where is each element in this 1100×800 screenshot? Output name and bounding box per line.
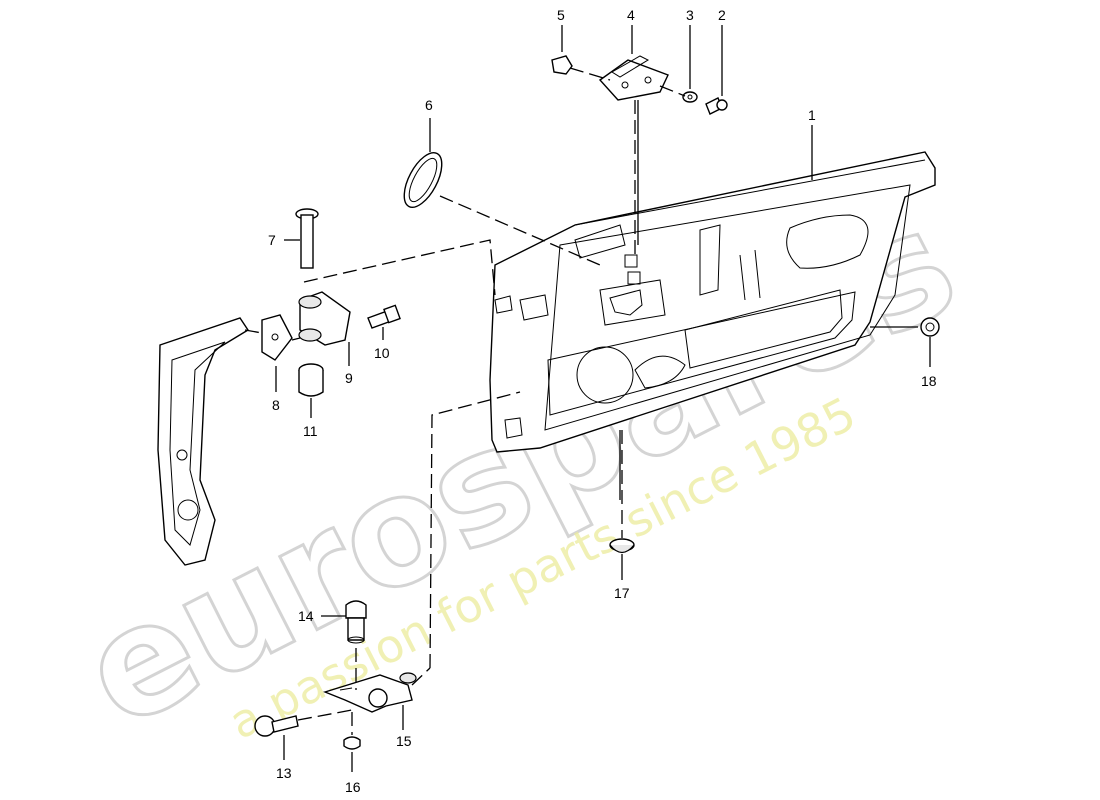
hinge-pin-part-7 (295, 208, 319, 269)
callout-14: 14 (298, 608, 314, 624)
a-pillar-part (157, 317, 249, 566)
callout-4: 4 (627, 7, 635, 23)
callout-16: 16 (345, 779, 361, 795)
callout-8: 8 (272, 397, 280, 413)
assembly-lines (244, 67, 686, 735)
callout-17: 17 (614, 585, 630, 601)
callout-1: 1 (808, 107, 816, 123)
callout-9: 9 (345, 370, 353, 386)
plug-part-17 (609, 538, 635, 554)
screw-part-2 (705, 97, 728, 115)
callout-6: 6 (425, 97, 433, 113)
bolt-part-10 (367, 304, 401, 329)
bushing-part-11 (298, 363, 324, 397)
callout-10: 10 (374, 345, 390, 361)
door-shell-part (489, 151, 936, 453)
check-strap-part-15 (322, 672, 417, 713)
callout-11: 11 (303, 423, 318, 439)
leader-lines (275, 25, 931, 772)
bracket-part-4 (598, 55, 669, 101)
clip-part-5 (551, 55, 573, 75)
bolt-part-13 (254, 715, 299, 737)
callout-3: 3 (686, 7, 694, 23)
callout-labels: 1 2 3 4 5 6 7 8 9 10 11 13 14 15 16 17 1… (268, 7, 937, 795)
callout-7: 7 (268, 232, 276, 248)
hinge-part-9 (298, 291, 351, 346)
callout-18: 18 (921, 373, 937, 389)
buffer-part-14 (345, 600, 367, 644)
grommet-part-18 (920, 317, 940, 337)
callout-2: 2 (718, 7, 726, 23)
callout-5: 5 (557, 7, 565, 23)
plug-part-6 (403, 152, 443, 208)
washer-part-16 (343, 736, 361, 750)
callout-13: 13 (276, 765, 292, 781)
callout-15: 15 (396, 733, 412, 749)
washer-part-3 (682, 91, 698, 103)
plate-part-8 (261, 314, 293, 361)
